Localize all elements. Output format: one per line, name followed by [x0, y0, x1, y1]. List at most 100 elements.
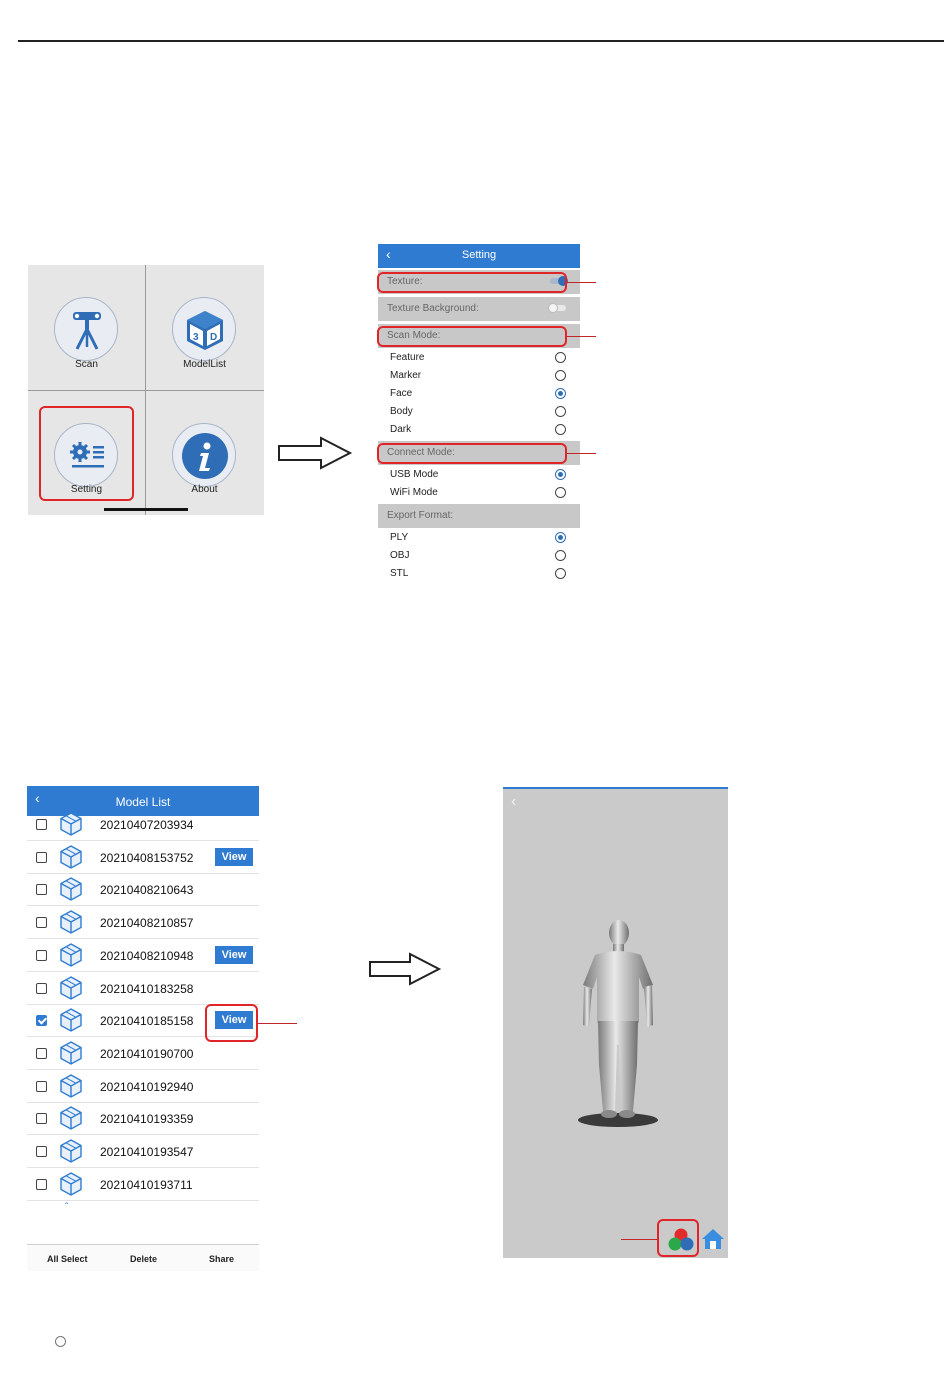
checkbox[interactable]: [36, 1080, 47, 1092]
home-tile-setting[interactable]: Setting: [28, 391, 145, 516]
all-select-button[interactable]: All Select: [47, 1254, 88, 1264]
home-tile-label: Scan: [75, 359, 98, 370]
home-tile-label: About: [191, 484, 218, 495]
model-name: 20210410190700: [100, 1046, 194, 1061]
info-icon: [182, 433, 228, 479]
view-button[interactable]: View: [215, 1011, 253, 1030]
scan-mode-option[interactable]: Marker: [378, 367, 580, 385]
connect-mode-option[interactable]: USB Mode: [378, 466, 580, 484]
3d-cube-icon: 3 D: [182, 307, 228, 353]
radio-button[interactable]: [555, 352, 566, 363]
model-name: 20210408210643: [100, 883, 194, 898]
export-format-label: Export Format:: [387, 510, 454, 521]
export-format-option[interactable]: OBJ: [378, 547, 580, 565]
radio-button[interactable]: [555, 406, 566, 417]
export-format-option[interactable]: PLY: [378, 529, 580, 547]
radio-button[interactable]: [555, 568, 566, 579]
setting-header: ‹ Setting: [378, 244, 580, 268]
model-name: 20210410192940: [100, 1079, 194, 1094]
radio-button-selected[interactable]: [555, 469, 566, 480]
setting-icon-circle: [54, 423, 118, 487]
texture-toggle[interactable]: [550, 276, 568, 286]
model-list-row[interactable]: 20210408210643: [27, 873, 259, 907]
checkbox[interactable]: [36, 1178, 47, 1190]
setting-screen: ‹ Setting Texture: Texture Background: S…: [377, 244, 580, 588]
radio-button[interactable]: [555, 550, 566, 561]
scroll-up-chevron-icon[interactable]: ˆ: [65, 1202, 69, 1213]
model-list-row[interactable]: 20210407203934: [27, 808, 259, 841]
scan-mode-option[interactable]: Dark: [378, 421, 580, 439]
model-name: 20210410193711: [100, 1177, 193, 1192]
model-name: 20210408153752: [100, 850, 194, 865]
texture-color-toggle-icon[interactable]: [661, 1222, 701, 1258]
home-tile-about[interactable]: About: [146, 391, 263, 516]
arrow-right-icon: [277, 436, 353, 470]
highlight-view-button-box: [205, 1004, 258, 1042]
export-format-option[interactable]: STL: [378, 565, 580, 583]
model-cube-icon: [58, 975, 84, 1006]
arrow-right-icon: [368, 952, 442, 986]
texture-label: Texture:: [387, 276, 423, 287]
model-list-row[interactable]: 20210410192940: [27, 1070, 259, 1103]
scan-icon-circle: [54, 297, 118, 361]
connect-mode-option[interactable]: WiFi Mode: [378, 484, 580, 502]
checkbox[interactable]: [36, 851, 47, 863]
share-button[interactable]: Share: [209, 1254, 235, 1264]
model-cube-icon: [58, 1007, 84, 1038]
highlight-texture-color-box: [657, 1219, 699, 1257]
scan-mode-option[interactable]: Body: [378, 403, 580, 421]
model-list-row[interactable]: 20210410193711: [27, 1168, 259, 1201]
checkbox[interactable]: [36, 1146, 47, 1157]
model-cube-icon: [58, 909, 84, 940]
radio-button[interactable]: [555, 370, 566, 381]
footnote-circle-icon: [55, 1336, 66, 1347]
view-button[interactable]: View: [215, 945, 253, 964]
checkbox[interactable]: [36, 917, 47, 929]
checkbox-checked[interactable]: [36, 1015, 47, 1027]
radio-button-selected[interactable]: [555, 532, 566, 543]
radio-button[interactable]: [555, 487, 566, 498]
gear-list-icon: [64, 433, 110, 479]
model-list-row[interactable]: 20210408153752 View: [27, 841, 259, 874]
scan-mode-option[interactable]: Face: [378, 385, 580, 403]
model-list-row[interactable]: 20210410183258: [27, 972, 259, 1005]
radio-button-selected[interactable]: [555, 388, 566, 399]
tripod-scanner-icon: [64, 307, 110, 353]
home-tile-label: ModelList: [183, 359, 226, 370]
checkbox[interactable]: [36, 1047, 47, 1059]
scanned-person-model[interactable]: [573, 915, 663, 1135]
checkbox[interactable]: [36, 884, 47, 896]
delete-button[interactable]: Delete: [130, 1254, 158, 1264]
export-format-section: Export Format:: [378, 504, 580, 528]
model-list-row[interactable]: 20210410190700: [27, 1037, 259, 1070]
model-list-row[interactable]: 20210408210857: [27, 906, 259, 940]
back-chevron-icon[interactable]: ‹: [511, 793, 517, 810]
svg-text:3: 3: [193, 332, 199, 343]
radio-button[interactable]: [555, 424, 566, 435]
home-tile-modellist[interactable]: 3 D ModelList: [146, 265, 263, 390]
model-list-row[interactable]: 20210410193547: [27, 1135, 259, 1168]
view-button[interactable]: View: [215, 847, 253, 866]
svg-text:D: D: [210, 332, 217, 343]
home-indicator-bar: [104, 508, 188, 511]
checkbox[interactable]: [36, 982, 47, 994]
model-list-bottom-bar: All Select Delete Share: [27, 1244, 259, 1271]
highlight-setting-box: [39, 406, 134, 501]
back-chevron-icon[interactable]: ‹: [35, 790, 40, 806]
model-cube-icon: [58, 1105, 84, 1136]
home-tile-scan[interactable]: Scan: [28, 265, 145, 390]
texture-background-row: Texture Background:: [378, 297, 580, 321]
checkbox[interactable]: [36, 819, 47, 830]
home-tile-label: Setting: [70, 484, 103, 495]
checkbox[interactable]: [36, 949, 47, 961]
model-cube-icon: [58, 876, 84, 907]
checkbox[interactable]: [36, 1113, 47, 1125]
home-icon[interactable]: [701, 1227, 725, 1256]
scan-mode-option[interactable]: Feature: [378, 349, 580, 367]
back-chevron-icon[interactable]: ‹: [386, 246, 391, 262]
texture-background-toggle[interactable]: [548, 303, 566, 313]
callout-line-texture-color: [621, 1239, 658, 1240]
model-list-row[interactable]: 20210410193359: [27, 1102, 259, 1136]
